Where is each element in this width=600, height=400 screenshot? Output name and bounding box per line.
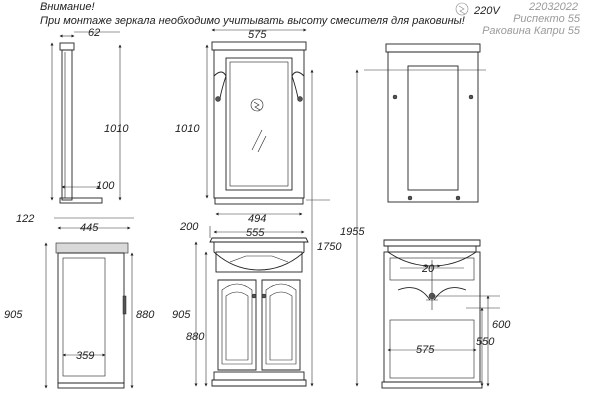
dim-cabinet-body: 880 [136, 309, 155, 321]
dim-drain-offset: 20 [421, 263, 435, 275]
dim-cabinet-depth: 445 [80, 222, 99, 234]
mirror-front-view [205, 28, 307, 216]
product-basin: Раковина Капри 55 [482, 25, 581, 37]
socket-icon-mirror [250, 98, 264, 112]
dim-mirror-height: 1010 [175, 123, 200, 135]
cabinet-back-view [355, 69, 500, 389]
dim-back-height: 550 [476, 336, 495, 348]
dim-mirror-width: 575 [248, 29, 267, 41]
dim-mirror-side-height: 1010 [104, 123, 129, 135]
drawing-code: 22032022 [528, 1, 578, 13]
dim-mirror-inner-width: 494 [248, 213, 266, 225]
warning-text: При монтаже зеркала необходимо учитывать… [40, 15, 465, 27]
dim-shelf-depth: 100 [96, 180, 115, 192]
power-label: 220V [473, 5, 501, 17]
socket-icon [455, 2, 469, 16]
mirror-side-view [50, 31, 122, 204]
dim-front-body: 880 [186, 331, 205, 343]
dim-basin-offset: 200 [179, 221, 199, 233]
dim-drain-height: 600 [492, 319, 511, 331]
cabinet-side-view [44, 217, 134, 389]
dim-back-width: 575 [416, 344, 435, 356]
dim-basin-width: 555 [246, 227, 265, 239]
dim-overall-height: 1955 [340, 226, 365, 238]
dim-cabinet-total: 905 [4, 309, 23, 321]
cabinet-front-view [194, 69, 330, 387]
dim-front-total: 905 [172, 309, 191, 321]
warning-title: Внимание! [40, 1, 95, 13]
mirror-back-view [364, 43, 486, 203]
product-mirror: Риспекто 55 [513, 13, 581, 25]
dim-mirror-side-depth: 62 [88, 27, 100, 39]
dim-gap-top: 122 [16, 213, 34, 225]
dim-cabinet-inner: 359 [76, 350, 94, 362]
dim-total-height: 1750 [317, 241, 342, 253]
